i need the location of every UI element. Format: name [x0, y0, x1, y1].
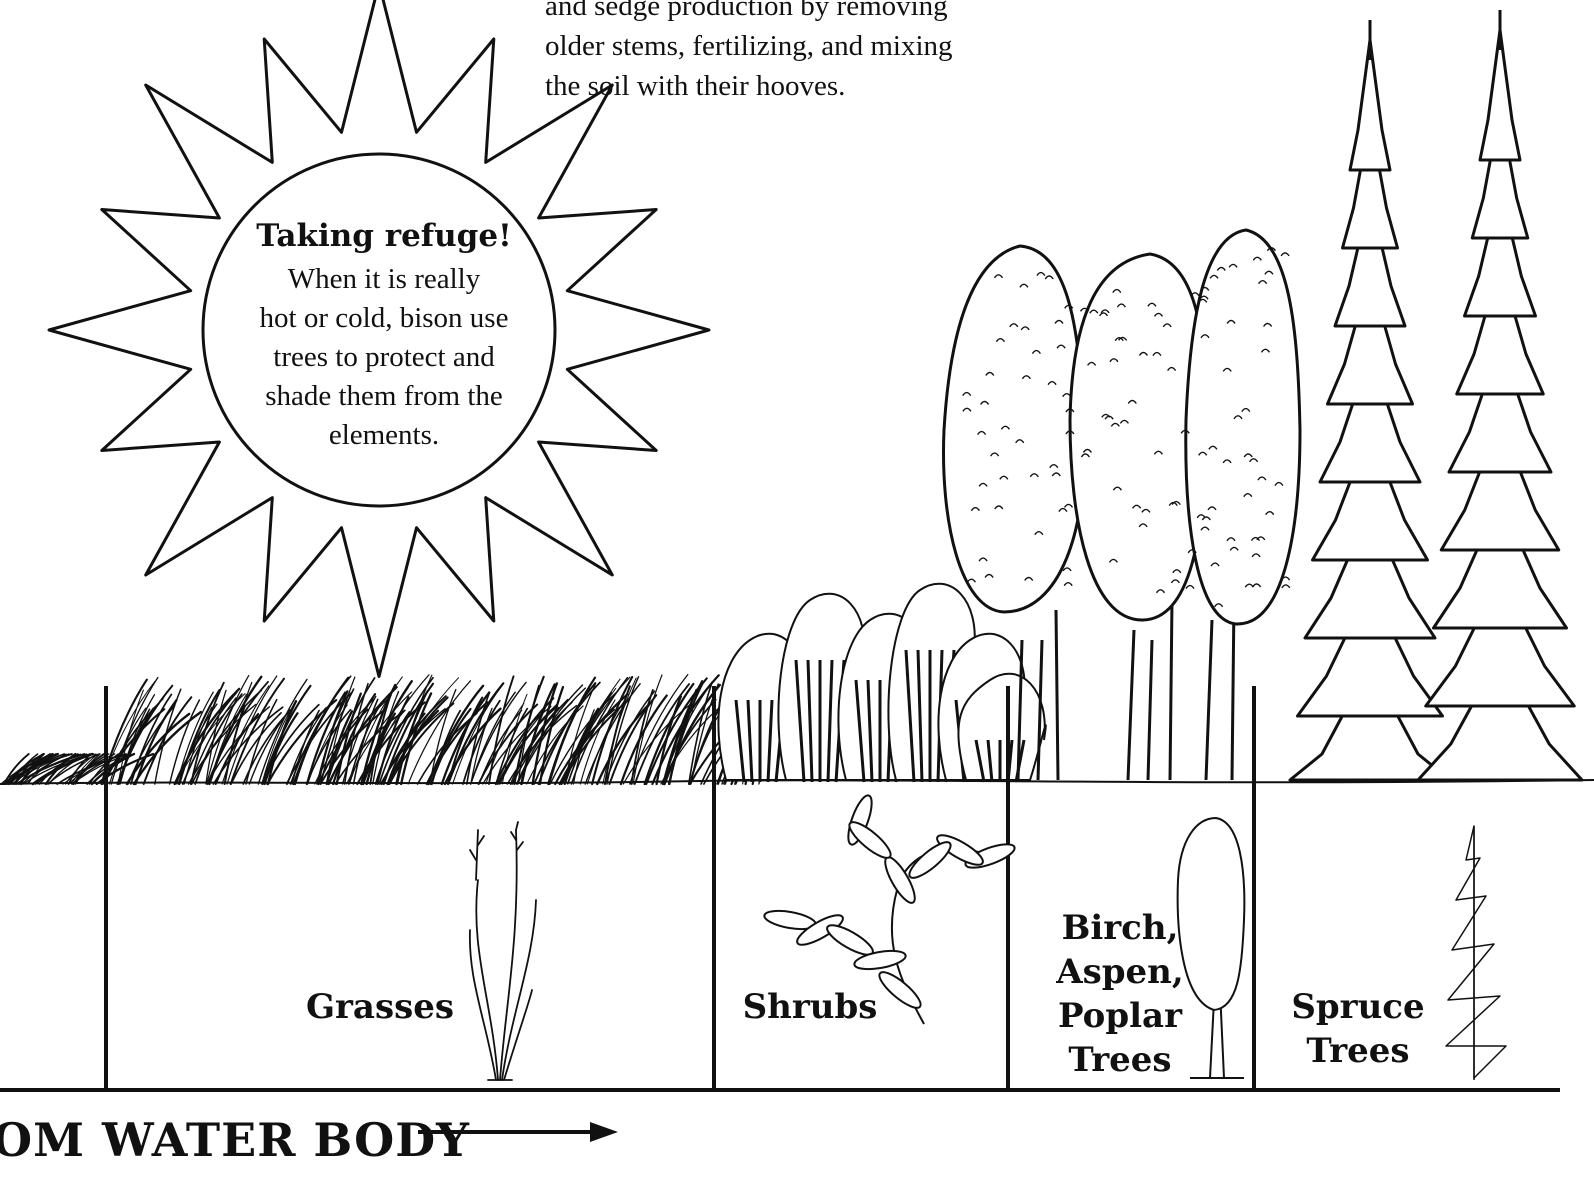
grass-stalk-icon — [470, 822, 536, 1080]
grass-band-illustration — [1, 675, 814, 784]
intro-paragraph: and sedge production by removing older s… — [545, 0, 1045, 106]
leaf-curl — [1282, 585, 1290, 588]
callout-heading: Taking refuge! — [214, 212, 554, 260]
leaf-curl — [1186, 586, 1194, 589]
zone-label-line: Aspen, — [1050, 950, 1190, 994]
sun-callout: Taking refuge! When it is really hot or … — [214, 212, 554, 455]
distance-axis-label: OM WATER BODY — [0, 1112, 470, 1168]
intro-line: and sedge production by removing — [545, 0, 1045, 26]
zone-label-deciduous-trees: Birch, Aspen, Poplar Trees — [1050, 906, 1190, 1082]
intro-line: the soil with their hooves. — [545, 66, 1045, 106]
willow-leaf — [905, 837, 955, 883]
zone-label-line: Birch, — [1050, 906, 1190, 950]
spruce-trees-illustration — [1290, 10, 1582, 780]
zone-label-line: Trees — [1288, 1029, 1428, 1073]
zone-label-line: Shrubs — [735, 985, 885, 1029]
zone-label-line: Spruce — [1288, 985, 1428, 1029]
grass-blade — [633, 675, 662, 784]
leaf-curl — [1064, 583, 1072, 586]
zone-label-line: Trees — [1050, 1038, 1190, 1082]
leaf-curl — [1281, 253, 1289, 256]
callout-line: shade them from the — [214, 377, 554, 416]
callout-line: trees to protect and — [214, 338, 554, 377]
intro-line: older stems, fertilizing, and mixing — [545, 26, 1045, 66]
zone-label-shrubs: Shrubs — [735, 985, 885, 1029]
shrub-band-illustration — [718, 584, 1045, 782]
leaf-curl — [1063, 568, 1071, 571]
zone-label-line: Poplar — [1050, 994, 1190, 1038]
spruce-tree-icon — [1446, 826, 1506, 1080]
zone-label-grasses: Grasses — [300, 985, 460, 1029]
callout-line: hot or cold, bison use — [214, 299, 554, 338]
callout-line: When it is really — [214, 260, 554, 299]
zone-label-line: Grasses — [300, 985, 460, 1029]
callout-line: elements. — [214, 416, 554, 455]
zone-label-spruce-trees: Spruce Trees — [1288, 985, 1428, 1073]
